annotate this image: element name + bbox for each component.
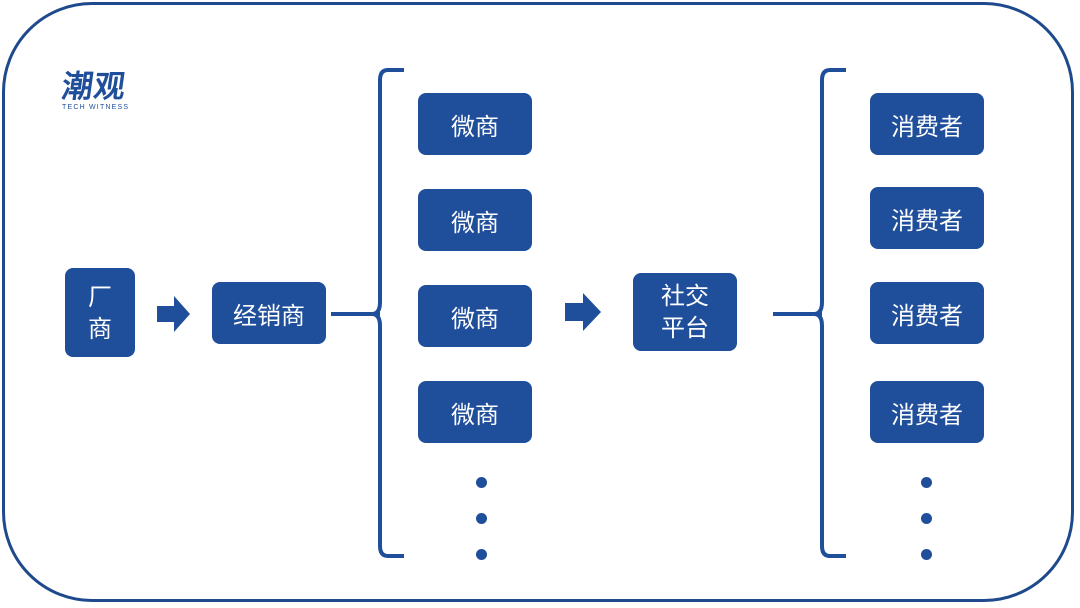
left-bracket — [371, 68, 404, 558]
consumer-node: 消费者 — [870, 381, 984, 443]
logo-subtitle: TECH WITNESS — [62, 104, 130, 111]
ellipsis-dot — [476, 549, 487, 560]
right-bracket — [813, 68, 846, 558]
consumer-node: 消费者 — [870, 187, 984, 249]
arrow-right-icon — [157, 296, 190, 332]
micro-merchant-node: 微商 — [418, 285, 532, 347]
manufacturer-node: 厂 商 — [65, 268, 135, 357]
logo: 潮观 TECH WITNESS — [60, 69, 130, 111]
social-platform-label-line2: 平台 — [661, 314, 709, 342]
ellipsis-dot — [476, 513, 487, 524]
ellipsis-dot — [476, 477, 487, 488]
consumer-label: 消费者 — [891, 112, 963, 141]
ellipsis-dot — [921, 513, 932, 524]
manufacturer-label-line2: 商 — [88, 314, 112, 343]
micro-merchant-node: 微商 — [418, 189, 532, 251]
consumer-node: 消费者 — [870, 282, 984, 344]
consumer-label: 消费者 — [891, 206, 963, 235]
micro-merchant-label: 微商 — [451, 304, 499, 333]
micro-merchant-label: 微商 — [451, 112, 499, 141]
micro-merchant-label: 微商 — [451, 208, 499, 237]
micro-merchant-node: 微商 — [418, 93, 532, 155]
distributor-node: 经销商 — [212, 282, 326, 344]
ellipsis-dot — [921, 477, 932, 488]
consumer-label: 消费者 — [891, 301, 963, 330]
micro-merchant-label: 微商 — [451, 400, 499, 429]
manufacturer-label-line1: 厂 — [88, 282, 112, 311]
consumer-node: 消费者 — [870, 93, 984, 155]
micro-merchant-node: 微商 — [418, 381, 532, 443]
social-platform-label-line1: 社交 — [661, 282, 709, 310]
distributor-label: 经销商 — [233, 301, 305, 330]
arrow-right-icon — [565, 293, 601, 331]
social-platform-node: 社交 平台 — [633, 273, 737, 351]
ellipsis-dot — [921, 549, 932, 560]
consumer-label: 消费者 — [891, 400, 963, 429]
